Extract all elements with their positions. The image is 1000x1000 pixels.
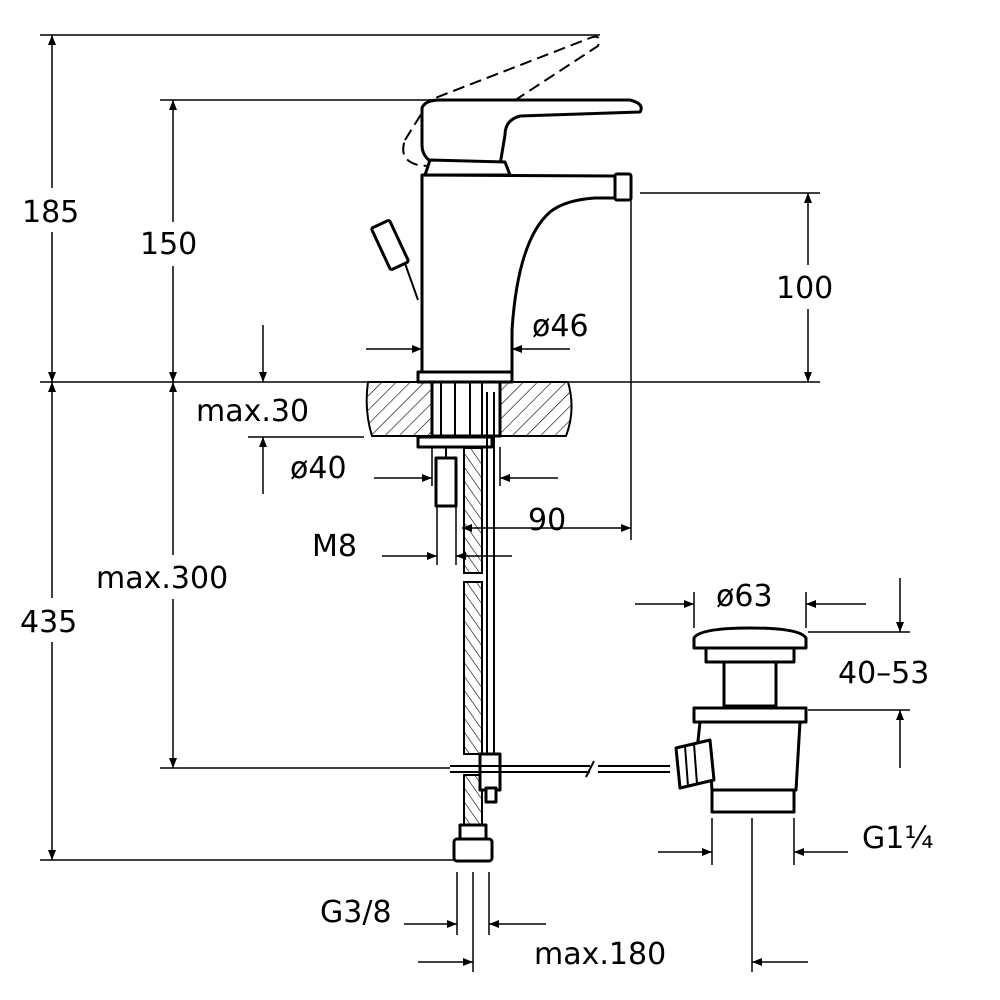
lever-base [423,158,512,177]
spout-outlet [613,172,633,202]
fixing-washer [416,435,494,449]
label-fixing-diameter: ø40 [290,451,347,486]
label-m8: M8 [312,529,357,564]
label-max-300: max.300 [96,561,228,596]
label-150: 150 [140,227,197,262]
label-g3-8: G3/8 [320,895,392,930]
label-435: 435 [20,605,77,640]
mixer-drawing [370,35,643,384]
label-185: 185 [22,195,79,230]
waste-plug [692,626,808,650]
mixer-body [420,173,617,374]
pull-rod [450,765,670,773]
waste-drawing [674,626,808,814]
fixing-nut [434,456,458,508]
flexible-hoses [463,392,495,826]
label-90: 90 [528,503,566,538]
label-100: 100 [776,271,833,306]
pop-up-rod [370,219,419,301]
supply-nut [452,837,494,863]
label-max-180: max.180 [534,937,666,972]
label-waste-diameter: ø63 [716,579,773,614]
label-g1-1-4: G1¼ [862,821,933,856]
lever-open-outline [402,35,600,170]
countertop-section [365,380,573,438]
label-body-diameter: ø46 [532,309,589,344]
supply-fitting [458,823,488,841]
label-max-30: max.30 [196,394,309,429]
label-40-53: 40–53 [838,656,929,691]
